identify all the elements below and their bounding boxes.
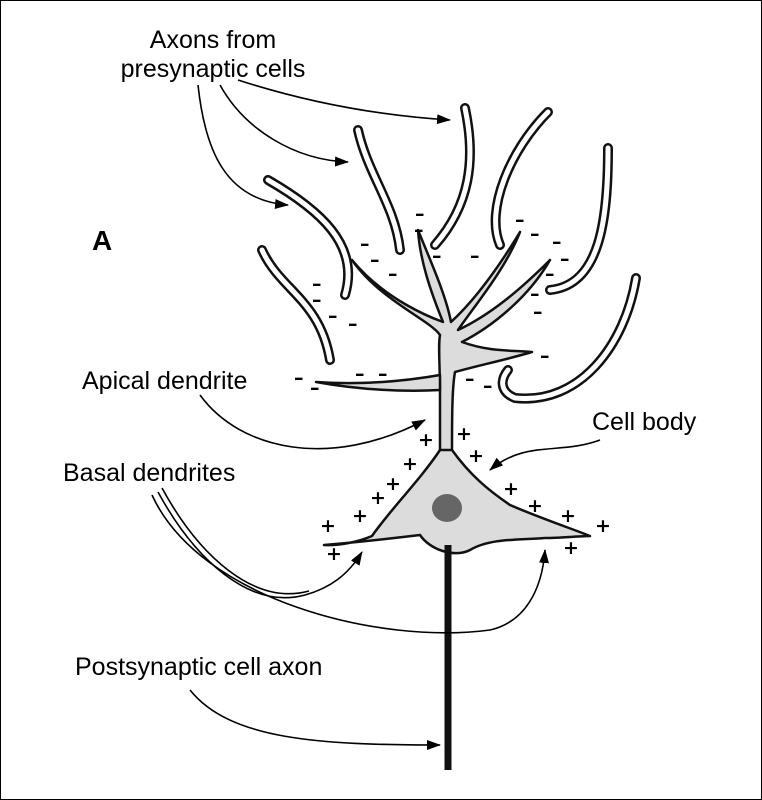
arrow-to-post-axon: [189, 689, 441, 750]
negative-sign: –: [370, 249, 380, 271]
positive-sign: +: [468, 445, 484, 467]
presynaptic-axon: [263, 175, 354, 300]
negative-sign: –: [414, 219, 424, 241]
neuron: [314, 228, 592, 770]
positive-sign: +: [352, 505, 368, 527]
negative-sign: –: [432, 245, 442, 267]
positive-sign: +: [595, 515, 611, 537]
label-cell-body: Cell body: [592, 408, 697, 436]
presynaptic-axon: [353, 125, 405, 255]
negative-sign: –: [483, 375, 493, 397]
apical-dendrite: [350, 228, 552, 457]
presynaptic-axon: [490, 107, 553, 250]
positive-sign: +: [402, 453, 418, 475]
negative-sign: –: [312, 273, 322, 295]
negative-sign: –: [530, 283, 540, 305]
positive-sign: +: [320, 515, 336, 537]
negative-sign: –: [540, 345, 550, 367]
arrow-to-basal-left-2: [161, 487, 310, 595]
negative-sign: –: [388, 263, 398, 285]
positive-sign: +: [503, 478, 519, 500]
label-postsynaptic-axon: Postsynaptic cell axon: [75, 653, 322, 681]
label-axons-line2: presynaptic cells: [121, 55, 306, 83]
negative-sign: –: [348, 313, 358, 335]
positive-sign: +: [456, 423, 472, 445]
negative-sign: –: [470, 245, 480, 267]
negative-sign: –: [310, 377, 320, 399]
negative-sign: –: [465, 368, 475, 390]
negative-sign: –: [415, 203, 425, 225]
negative-charges: – – – – – – – – – – – – – – – – – – – – …: [294, 203, 570, 399]
negative-sign: –: [560, 248, 570, 270]
positive-sign: +: [418, 429, 434, 451]
positive-sign: +: [527, 495, 543, 517]
negative-sign: –: [515, 209, 525, 231]
positive-sign: +: [560, 505, 576, 527]
negative-sign: –: [360, 233, 370, 255]
presynaptic-axon: [545, 143, 613, 295]
arrow-to-axon-2: [219, 84, 349, 167]
positive-sign: +: [326, 543, 342, 565]
negative-sign: –: [545, 263, 555, 285]
nucleus: [432, 494, 462, 522]
label-basal-dendrites: Basal dendrites: [63, 459, 235, 487]
presynaptic-axon: [257, 245, 335, 365]
arrow-to-basal-right: [151, 494, 550, 634]
negative-sign: –: [355, 363, 365, 385]
leader-arrows: [151, 79, 601, 750]
presynaptic-axon: [430, 103, 475, 250]
positive-charges: + + + + + + + + + + + + + +: [320, 423, 611, 565]
positive-sign: +: [385, 473, 401, 495]
arrow-to-basal-left: [157, 491, 363, 599]
arrow-to-apical: [199, 394, 426, 450]
lateral-dendrite: [314, 373, 442, 392]
label-apical-dendrite: Apical dendrite: [82, 367, 247, 395]
presynaptic-axon: [497, 273, 641, 404]
label-axons-line1: Axons from: [150, 26, 276, 54]
negative-sign: –: [294, 367, 304, 389]
negative-sign: –: [533, 301, 543, 323]
negative-sign: –: [328, 305, 338, 327]
arrow-to-axon-1: [237, 79, 451, 125]
panel-letter: A: [92, 225, 112, 256]
negative-sign: –: [530, 223, 540, 245]
positive-sign: +: [370, 487, 386, 509]
negative-sign: –: [378, 363, 388, 385]
presynaptic-axons: [257, 103, 641, 404]
negative-sign: –: [552, 231, 562, 253]
arrow-to-axon-3: [197, 84, 289, 209]
positive-sign: +: [563, 537, 579, 559]
negative-sign: –: [312, 289, 322, 311]
arrow-to-cell-body: [489, 439, 601, 471]
